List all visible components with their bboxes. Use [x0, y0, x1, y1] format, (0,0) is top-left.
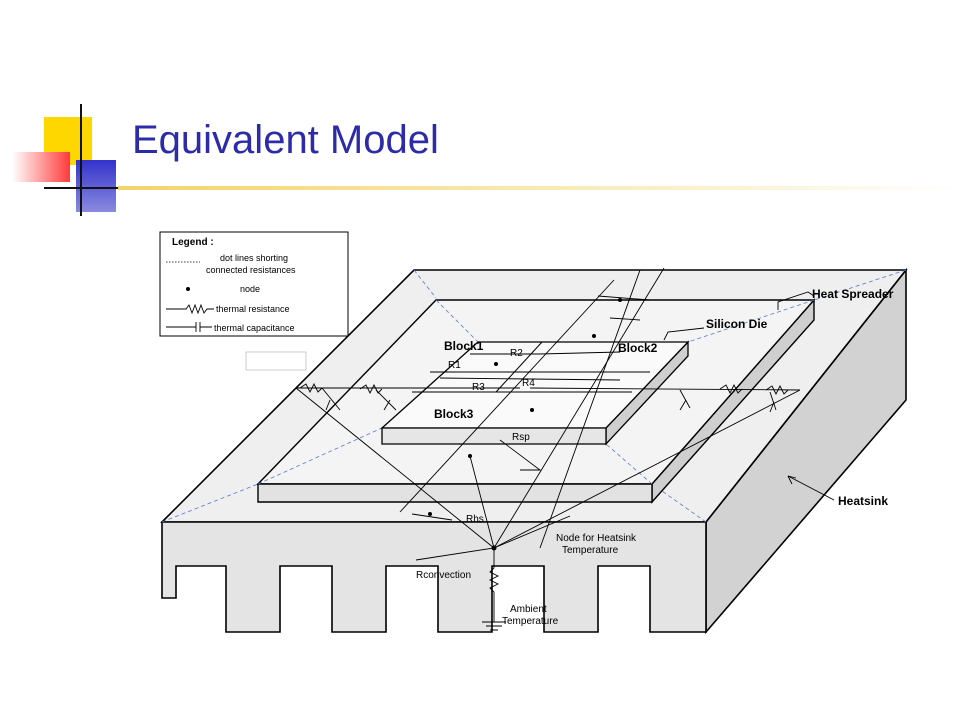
- label-rconvection: Rconvection: [416, 570, 471, 581]
- label-ambient: Ambient: [510, 604, 547, 615]
- label-node-heatsink: Node for Heatsink: [556, 533, 637, 544]
- title-underline: [118, 186, 960, 190]
- legend-capacitance-label: thermal capacitance: [214, 323, 295, 333]
- silicon-die: [380, 340, 690, 446]
- label-r2: R2: [510, 348, 523, 359]
- label-r3: R3: [472, 382, 485, 393]
- heatsink-diagonals: [161, 269, 907, 523]
- vertical-line: [80, 104, 82, 216]
- label-rhs: Rhs: [466, 514, 484, 525]
- label-r1: R1: [448, 360, 461, 371]
- label-heatsink: Heatsink: [838, 494, 888, 508]
- legend: Legend : dot lines shorting connected re…: [159, 231, 349, 337]
- legend-node-symbol: [186, 287, 190, 291]
- corner-decoration: [0, 0, 130, 220]
- legend-resistance-symbol: [166, 303, 214, 315]
- horizontal-line: [44, 187, 124, 189]
- spreader-diagonals: [257, 299, 815, 485]
- label-node-heatsink-2: Temperature: [562, 545, 619, 556]
- legend-dotted-line-label-2: connected resistances: [206, 265, 296, 275]
- legend-resistance-label: thermal resistance: [216, 304, 290, 314]
- legend-dotted-line-label: dot lines shorting: [220, 253, 288, 263]
- label-heat-spreader: Heat Spreader: [812, 287, 894, 301]
- red-square: [12, 152, 70, 182]
- label-block3: Block3: [434, 407, 474, 421]
- blue-square: [76, 160, 116, 212]
- label-rsp: Rsp: [512, 432, 530, 443]
- legend-node-label: node: [240, 284, 260, 294]
- slide-title: Equivalent Model: [132, 118, 439, 162]
- resistor-network: [295, 267, 835, 631]
- diagram-labels: Heat Spreader Silicon Die Heatsink Block…: [416, 287, 894, 627]
- legend-capacitance-symbol: [166, 322, 212, 332]
- label-ambient-2: Temperature: [502, 616, 559, 627]
- legend-heading: Legend :: [172, 237, 214, 248]
- thermal-equivalent-model-diagram: Legend : dot lines shorting connected re…: [159, 231, 908, 635]
- label-r4: R4: [522, 378, 535, 389]
- label-block1: Block1: [444, 339, 484, 353]
- network-nodes: [428, 298, 622, 551]
- label-silicon-die: Silicon Die: [706, 317, 768, 331]
- label-block2: Block2: [618, 341, 658, 355]
